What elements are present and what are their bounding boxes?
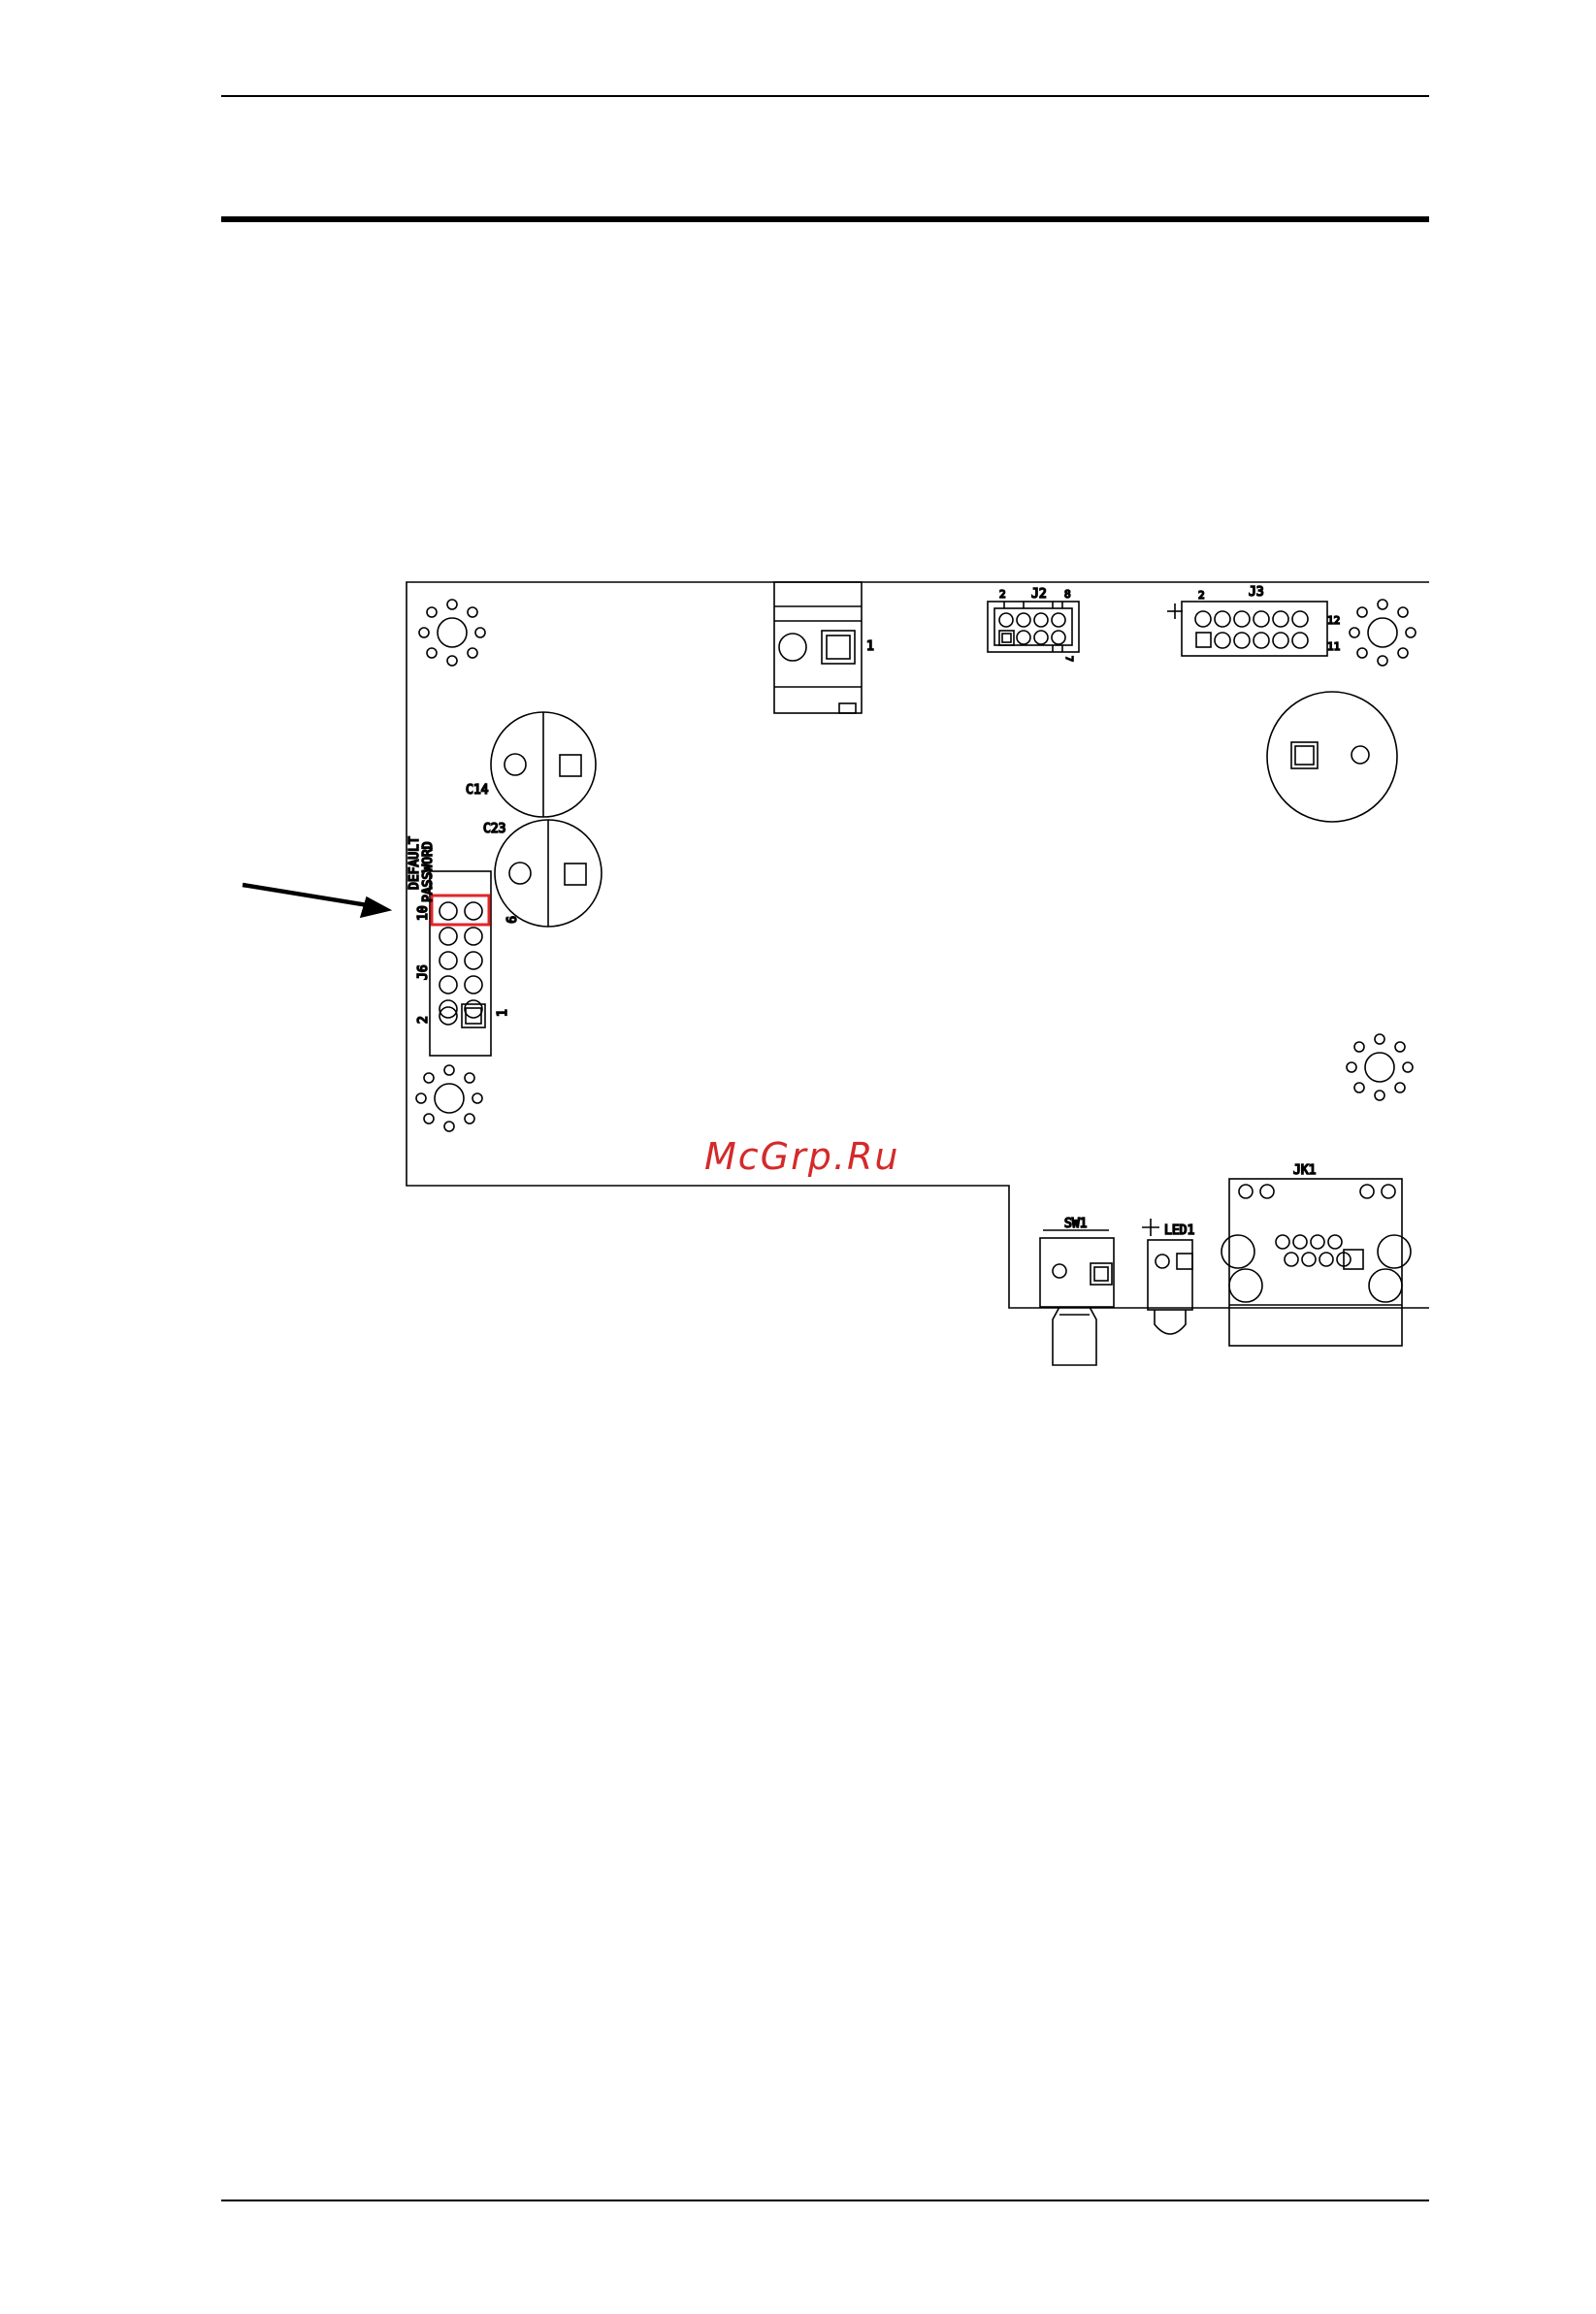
jk1-label: JK1 — [1293, 1163, 1316, 1178]
mounting-hole-top-left — [419, 600, 485, 666]
mounting-hole-mid-right — [1347, 1034, 1413, 1100]
j2-header — [988, 602, 1079, 652]
j2-label: J2 — [1031, 587, 1047, 602]
led1-label: LED1 — [1164, 1223, 1194, 1238]
j2-pin8: 8 — [1064, 588, 1071, 601]
j6-label: J6 — [416, 964, 431, 980]
jack-jk1 — [1221, 1179, 1411, 1346]
j3-header — [1167, 602, 1327, 656]
j6-pin9: 9 — [503, 916, 517, 924]
pointer-arrow — [243, 885, 390, 917]
power-connector-pin1: 1 — [866, 639, 874, 654]
j3-pin2: 2 — [1198, 589, 1205, 602]
switch-sw1 — [1040, 1230, 1114, 1365]
j6-pin2: 2 — [416, 1016, 431, 1024]
board-outline — [407, 582, 1429, 1308]
j3-pin12: 12 — [1327, 614, 1340, 627]
password-label: PASSWORD — [421, 841, 436, 902]
j6-pin10: 10 — [416, 905, 431, 921]
capacitor-c23 — [495, 820, 602, 927]
c14-label: C14 — [466, 783, 489, 798]
j3-pin11: 11 — [1327, 640, 1340, 653]
j2-pin2: 2 — [999, 588, 1006, 601]
c23-label: C23 — [483, 822, 505, 836]
mounting-hole-top-right — [1350, 600, 1416, 666]
j2-pin7: 7 — [1063, 656, 1074, 662]
j6-pin1: 1 — [496, 1009, 510, 1017]
default-label: DEFAULT — [407, 836, 422, 890]
j3-label: J3 — [1249, 585, 1264, 600]
power-connector — [774, 582, 862, 713]
capacitor-c14 — [491, 712, 596, 817]
capacitor-right — [1267, 692, 1397, 822]
watermark: McGrp.Ru — [704, 1135, 899, 1178]
sw1-label: SW1 — [1064, 1217, 1087, 1231]
mounting-hole-bottom-left — [416, 1065, 482, 1131]
j6-top-pins — [440, 902, 482, 920]
